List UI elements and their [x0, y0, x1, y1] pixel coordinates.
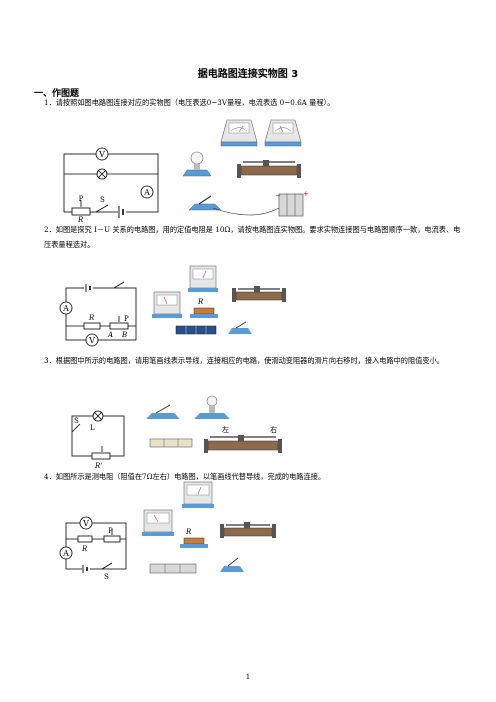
rheostat-device: [237, 160, 301, 178]
switch-device: [220, 557, 244, 572]
rheostat-symbol: [103, 535, 121, 543]
battery-minus-label: －: [275, 193, 281, 200]
resistor-photo-label: R: [185, 528, 192, 536]
ammeter-device: [142, 509, 174, 536]
switch-label: S: [104, 573, 109, 581]
rheostat-device: 左 右: [204, 425, 282, 453]
q1-circuit-diagram: V A P R S: [63, 147, 159, 222]
lamp-label: L: [90, 424, 95, 432]
question-4-text: 4．如图所示是测电阻（阻值在7Ω左右）电路图，以笔画线代替导线，完成的电路连接。: [44, 472, 326, 481]
ammeter-label: A: [62, 304, 69, 313]
resistor-label: R: [81, 545, 88, 553]
terminal-b-label: B: [121, 331, 127, 339]
q2-circuit-diagram: A R P A B V: [59, 281, 137, 347]
voltmeter-device: [182, 481, 214, 508]
q1-apparatus: － +: [183, 119, 309, 217]
ammeter-label: A: [62, 549, 69, 558]
voltmeter-symbol: [95, 147, 109, 161]
fixed-resistor-device: R: [190, 298, 218, 318]
bulb-device: [194, 395, 230, 419]
switch-symbol: [71, 423, 81, 433]
battery-device: － +: [275, 190, 309, 217]
section-heading: 一、作图题: [34, 89, 80, 99]
page-number: 1: [245, 673, 251, 681]
q4-circuit-diagram: V R P A S: [59, 516, 127, 581]
ammeter-label: A: [143, 188, 150, 197]
switch-symbol: [101, 562, 113, 570]
voltmeter-device: [220, 119, 258, 147]
switch-device: [228, 321, 252, 334]
q3-apparatus: 左 右: [146, 395, 282, 453]
switch-symbol: [113, 281, 125, 289]
resistor-label: R: [77, 216, 84, 222]
battery-device: [175, 325, 217, 335]
rheostat-label: R': [94, 462, 102, 470]
voltmeter-symbol: [85, 333, 99, 347]
ammeter-symbol: [59, 301, 73, 315]
rheostat-symbol: [71, 207, 91, 216]
resistor-label: R: [88, 314, 95, 322]
rheostat-symbol: [91, 452, 111, 460]
slider-label: P: [79, 195, 84, 203]
resistor-symbol: [77, 535, 93, 543]
rheostat-left-label: 左: [222, 425, 229, 434]
voltmeter-symbol: [79, 516, 93, 530]
voltmeter-label: V: [98, 150, 105, 159]
resistor-photo-label: R: [197, 298, 204, 306]
q3-circuit-diagram: S L R': [71, 410, 125, 470]
switch-label: S: [100, 196, 105, 204]
q2-apparatus: R: [152, 265, 286, 335]
switch-device: [188, 195, 222, 211]
question-1-text: 1．请按照如图电路图连接对应的实物图（电压表选0~3V量程，电流表选 0~0.6…: [44, 98, 335, 107]
voltmeter-label: V: [82, 519, 89, 528]
question-3-text: 3．根据图中所示的电路图，请用笔画线表示导线，连接相应的电路，使滑动变阻器的滑片…: [44, 356, 444, 365]
q4-apparatus: R: [142, 481, 276, 574]
question-2-text: 2．如图是探究 I－U 关系的电路图，用的定值电阻是 10Ω，请按电路图连实物图…: [44, 225, 461, 249]
ammeter-device: [264, 119, 302, 147]
voltmeter-device: [152, 291, 182, 318]
rheostat-device: [220, 522, 276, 538]
ammeter-symbol: [59, 546, 73, 560]
switch-device: [146, 404, 180, 419]
terminal-a-label: A: [107, 331, 113, 339]
battery-plus-label: +: [303, 190, 309, 198]
ammeter-device: [188, 265, 218, 292]
slider-label: P: [124, 315, 129, 323]
battery-device: [149, 438, 193, 448]
resistor-symbol: [83, 322, 101, 330]
switch-symbol: [95, 204, 109, 213]
voltmeter-label: V: [88, 336, 95, 345]
slider-label: P: [108, 527, 113, 535]
battery-device: [149, 563, 197, 574]
switch-label: S: [74, 417, 79, 425]
connecting-wire: [212, 207, 280, 216]
bulb-device: [183, 151, 212, 177]
rheostat-right-label: 右: [270, 425, 277, 434]
rheostat-symbol: [109, 322, 129, 330]
ammeter-symbol: [140, 185, 154, 199]
page-title: 据电路图连接实物图 3: [197, 69, 299, 80]
fixed-resistor-device: R: [180, 528, 208, 548]
rheostat-device: [232, 286, 286, 302]
